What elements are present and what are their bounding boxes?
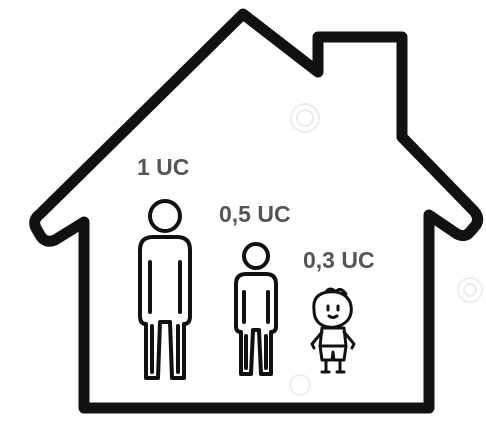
teen-figure-icon [236,244,276,374]
adult-figure-icon [140,201,190,378]
teen-uc-label: 0,5 UC [219,201,291,228]
adult-uc-label: 1 UC [137,154,189,181]
child-figure-icon [312,289,354,372]
child-uc-label: 0,3 UC [303,247,375,274]
